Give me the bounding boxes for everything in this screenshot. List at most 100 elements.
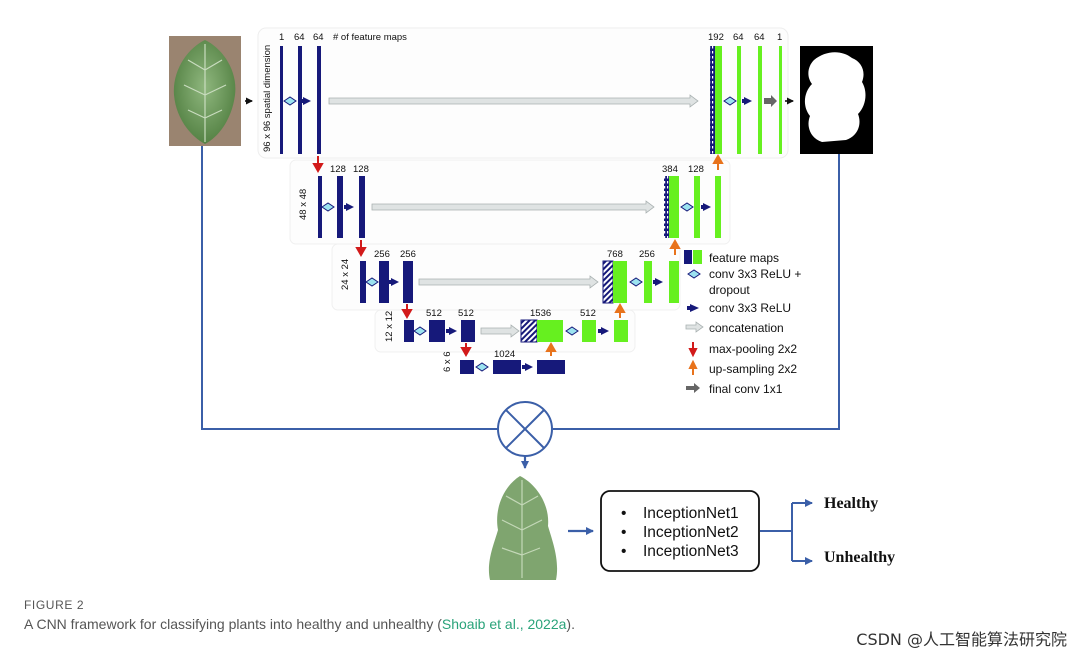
- conv-dropout-icon: [680, 202, 694, 212]
- bullet-icon: •: [621, 524, 626, 541]
- up-sample-icon: [545, 341, 557, 356]
- legend-conv-dropout-1: conv 3x3 ReLU +: [709, 267, 801, 281]
- fmap-l1-out: [779, 46, 782, 154]
- legend-final-conv-icon: [686, 383, 700, 393]
- spatial-label-96: 96 x 96 spatial dimension: [262, 45, 273, 152]
- ch-l1-1: 1: [279, 32, 284, 43]
- bullet-icon: •: [621, 543, 626, 560]
- final-conv-icon: [764, 95, 777, 107]
- caption-text: A CNN framework for classifying plants i…: [24, 616, 442, 632]
- fmap-l1-r3: [758, 46, 762, 154]
- ch-l3-768: 768: [607, 249, 623, 260]
- output-mask-image: [800, 46, 873, 154]
- model-inceptionnet1: InceptionNet1: [643, 505, 739, 522]
- conv-relu-icon: [389, 278, 399, 286]
- fmap-l2-2: [337, 176, 343, 238]
- outcome-unhealthy: Unhealthy: [824, 549, 895, 566]
- conv-dropout-icon: [723, 96, 737, 106]
- legend-concat-icon: [685, 321, 704, 333]
- concat-arrow-l1: [328, 94, 699, 108]
- legend-fmap-navy: [684, 250, 692, 264]
- header-label: # of feature maps: [333, 32, 407, 43]
- conv-relu-icon: [344, 203, 354, 211]
- concat-arrow-l2: [371, 200, 655, 214]
- connector-right: [553, 154, 840, 430]
- fmap-l3-3: [403, 261, 413, 303]
- fmap-l4-r3: [614, 320, 628, 342]
- max-pool-icon: [460, 343, 472, 358]
- concat-arrow-l3: [418, 275, 599, 289]
- multiply-cross: [505, 409, 545, 449]
- ch-l4-1536: 1536: [530, 308, 551, 319]
- fmap-l4-up: [537, 320, 563, 342]
- ch-l3-r256: 256: [639, 249, 655, 260]
- conv-dropout-icon: [365, 277, 379, 287]
- model-inceptionnet3: InceptionNet3: [643, 543, 739, 560]
- level1-container: [257, 27, 789, 159]
- fmap-l1-2: [298, 46, 302, 154]
- conv-dropout-icon: [629, 277, 643, 287]
- ch-l2-128a: 128: [330, 164, 346, 175]
- fmap-l5-2: [493, 360, 521, 374]
- conv-dropout-icon: [283, 96, 297, 106]
- ch-l2-r128: 128: [688, 164, 704, 175]
- concat-arrow-l4: [480, 324, 520, 338]
- ch-l3-256b: 256: [400, 249, 416, 260]
- conv-relu-icon: [522, 363, 533, 371]
- leaf-cropped-image: [488, 476, 558, 580]
- fusion-connectors: [201, 146, 840, 469]
- spatial-label-48: 48 x 48: [298, 189, 309, 220]
- fmap-l3-2: [379, 261, 389, 303]
- fmap-l1-concat: [710, 46, 715, 154]
- max-pool-icon: [401, 304, 413, 320]
- fmap-l3-concat: [602, 260, 614, 304]
- fmap-l1-r2: [737, 46, 741, 154]
- figure-caption: A CNN framework for classifying plants i…: [24, 616, 575, 632]
- ch-l2-384: 384: [662, 164, 678, 175]
- fmap-l4-1: [404, 320, 414, 342]
- legend-feature-maps: feature maps: [709, 251, 779, 265]
- legend-conv-relu-icon: [687, 304, 699, 312]
- fmap-l2-r2: [694, 176, 700, 238]
- ch-l1-64a: 64: [294, 32, 305, 43]
- fmap-l2-up: [669, 176, 679, 238]
- legend-conv-dropout-icon: [687, 269, 701, 279]
- figure-label: FIGURE 2: [24, 598, 85, 612]
- legend-max-pooling: max-pooling 2x2: [709, 342, 797, 356]
- conv-relu-icon: [701, 203, 711, 211]
- legend: feature maps conv 3x3 ReLU + dropout con…: [684, 250, 801, 396]
- input-leaf-image: [169, 36, 241, 146]
- conv-dropout-icon: [321, 202, 335, 212]
- legend-fmap-green: [693, 250, 702, 264]
- ch-l1-192: 192: [708, 32, 724, 43]
- fmap-l1-up: [715, 46, 722, 154]
- fmap-l5-3: [537, 360, 565, 374]
- legend-max-pool-icon: [688, 342, 698, 358]
- outcome-healthy: Healthy: [824, 495, 878, 512]
- fmap-l4-r2: [582, 320, 596, 342]
- spatial-label-24: 24 x 24: [340, 259, 351, 290]
- legend-up-sample-icon: [688, 359, 698, 375]
- classifier-box: • InceptionNet1 • InceptionNet2 • Incept…: [600, 490, 760, 572]
- bullet-icon: •: [621, 505, 626, 522]
- conv-relu-icon: [446, 327, 457, 335]
- conv-relu-icon: [653, 278, 663, 286]
- ch-l5-1024: 1024: [494, 349, 515, 360]
- legend-concatenation: concatenation: [709, 321, 784, 335]
- ch-l4-512b: 512: [458, 308, 474, 319]
- legend-conv-dropout-2: dropout: [709, 283, 750, 297]
- fmap-l2-r3: [715, 176, 721, 238]
- legend-final-conv: final conv 1x1: [709, 382, 783, 396]
- fmap-l3-r3: [669, 261, 679, 303]
- citation-link[interactable]: Shoaib et al., 2022a: [441, 616, 567, 632]
- fmap-l3-up: [613, 261, 627, 303]
- ch-l1-r64a: 64: [733, 32, 744, 43]
- conv-relu-icon: [742, 97, 752, 105]
- fmap-l4-concat: [520, 319, 538, 343]
- fmap-l3-1: [360, 261, 366, 303]
- conv-dropout-icon: [565, 326, 579, 336]
- fmap-l5-1: [460, 360, 474, 374]
- legend-conv-relu: conv 3x3 ReLU: [709, 301, 791, 315]
- ch-l2-128b: 128: [353, 164, 369, 175]
- spatial-label-6: 6 x 6: [442, 351, 453, 372]
